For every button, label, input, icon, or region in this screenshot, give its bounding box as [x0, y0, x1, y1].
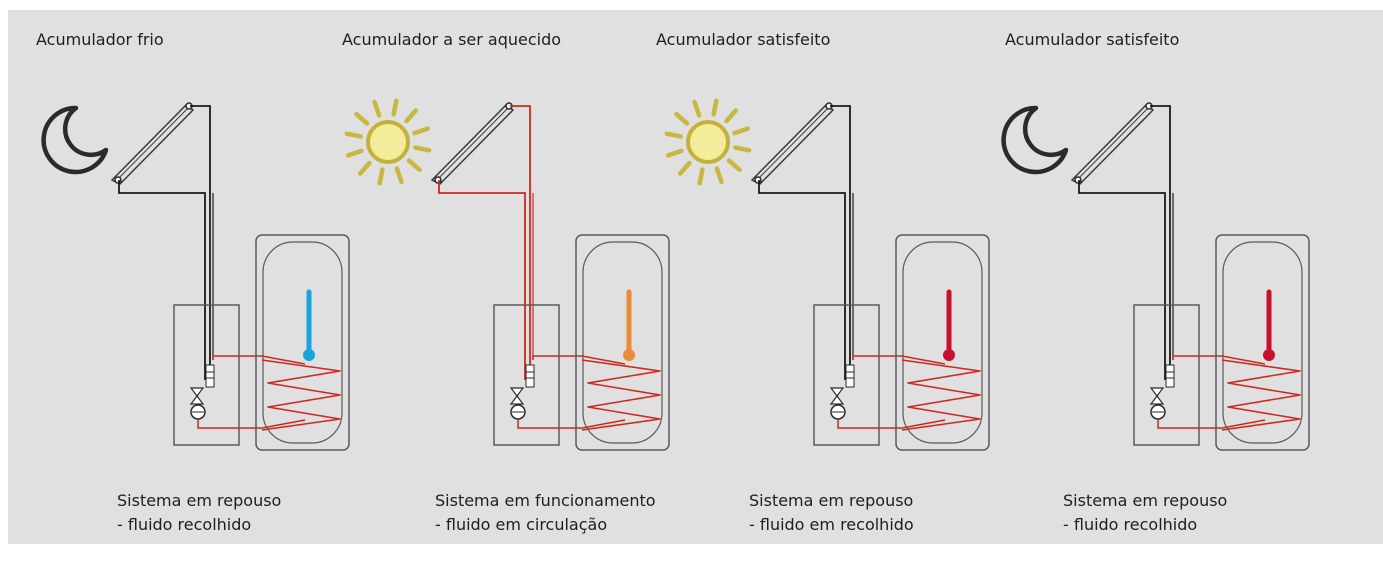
panel-2-caption-line2: - fluido em circulação	[435, 515, 608, 534]
panel-3-caption-line2: - fluido em recolhido	[749, 515, 914, 534]
panel-3-title: Acumulador satisfeito	[656, 30, 831, 49]
panel-1-caption-line1: Sistema em repouso	[117, 491, 282, 510]
panel-4-caption: Sistema em repouso - fluido recolhido	[1063, 489, 1227, 537]
panel-1-title: Acumulador frio	[36, 30, 164, 49]
panel-4-caption-line1: Sistema em repouso	[1063, 491, 1228, 510]
panel-3-caption-line1: Sistema em repouso	[749, 491, 914, 510]
panel-2-caption-line1: Sistema em funcionamento	[435, 491, 656, 510]
diagram-background	[8, 10, 1383, 544]
panel-2-caption: Sistema em funcionamento - fluido em cir…	[435, 489, 656, 537]
panel-4-title: Acumulador satisfeito	[1005, 30, 1180, 49]
panel-3-caption: Sistema em repouso - fluido em recolhido	[749, 489, 914, 537]
panel-2-title: Acumulador a ser aquecido	[342, 30, 562, 49]
panel-4-caption-line2: - fluido recolhido	[1063, 515, 1198, 534]
panel-1-caption: Sistema em repouso - fluido recolhido	[117, 489, 281, 537]
panel-1-caption-line2: - fluido recolhido	[117, 515, 252, 534]
